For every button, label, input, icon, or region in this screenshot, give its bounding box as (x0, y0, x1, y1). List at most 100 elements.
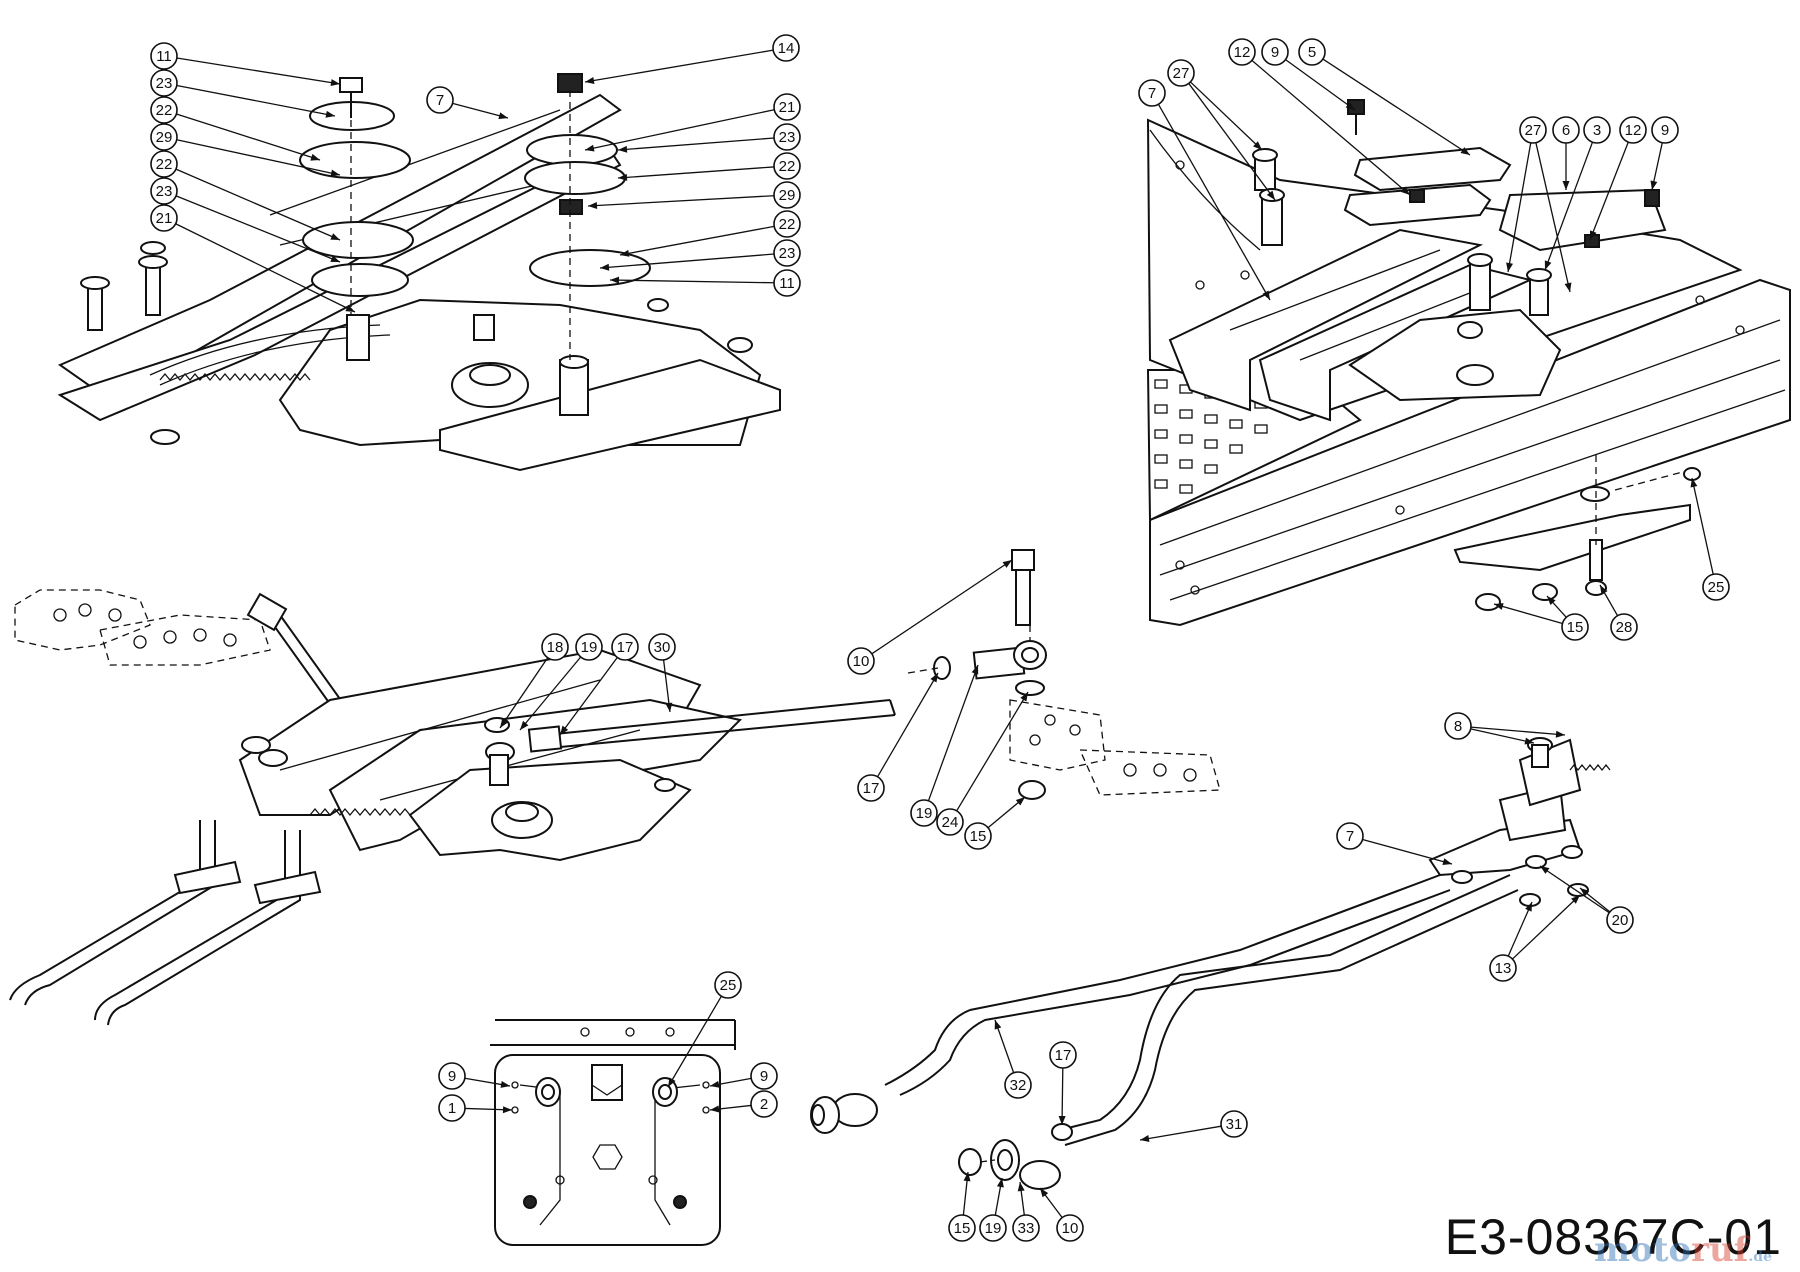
leader-arrowhead-c54 (1040, 1188, 1049, 1198)
callout-number: 18 (547, 639, 564, 656)
leader-line-c39 (1470, 726, 1566, 736)
leader-arrowhead-c4 (330, 169, 340, 177)
leader-arrowhead-c13 (588, 202, 598, 209)
leader-arrowhead-c19 (1400, 186, 1410, 195)
leader-arrowhead-c16 (610, 276, 620, 284)
control-rod-right (94, 830, 286, 1021)
leader-arrowhead-c1 (330, 79, 340, 87)
callout-number: 21 (779, 99, 796, 116)
callout-number: 23 (156, 75, 173, 92)
leader-line-c42 (1511, 894, 1581, 960)
leader-arrowhead-c33 (665, 702, 673, 712)
callout-number: 9 (1661, 122, 1669, 139)
leader-arrowhead-c9 (585, 77, 595, 84)
callout-bubble (979, 1214, 1007, 1242)
leader-line-c34 (871, 559, 1013, 655)
leader-arrowhead-c21 (1460, 147, 1470, 155)
callout-bubble (150, 96, 178, 124)
callout-bubble (1444, 712, 1472, 740)
callout-number: 10 (1062, 1220, 1079, 1237)
leader-line-c18 (1188, 83, 1276, 201)
callout-number: 22 (779, 216, 796, 233)
callout-number: 25 (720, 977, 737, 994)
callout-c23: 6 (1552, 116, 1580, 144)
callout-number: 9 (448, 1068, 456, 1085)
callout-number: 12 (1234, 44, 1251, 61)
leader-arrowhead-c40 (1442, 858, 1452, 865)
leader-arrowhead-c36 (971, 665, 979, 675)
callout-number: 25 (1708, 579, 1725, 596)
callout-c24: 3 (1583, 116, 1611, 144)
callout-bubble (847, 647, 875, 675)
callout-number: 24 (942, 814, 959, 831)
leader-line-c12 (617, 166, 775, 179)
callout-c48: 32 (1004, 1071, 1032, 1099)
callout-c42: 13 (1489, 954, 1517, 982)
callout-c7: 21 (150, 204, 178, 232)
callout-c44: 9 (438, 1062, 466, 1090)
leader-line-c16 (609, 279, 775, 284)
callout-bubble (1167, 59, 1195, 87)
callout-bubble (1049, 1041, 1077, 1069)
callout-bubble (948, 1214, 976, 1242)
callout-c32: 17 (611, 633, 639, 661)
callout-bubble (1651, 116, 1679, 144)
callout-number: 27 (1525, 122, 1542, 139)
nut-14 (557, 73, 583, 93)
leader-arrowhead-c41 (1580, 888, 1590, 897)
frame-rail (1149, 278, 1791, 627)
callout-number: 28 (1616, 619, 1633, 636)
carriage-bolt-1 (87, 284, 103, 331)
leader-line-c9 (584, 49, 774, 83)
callout-bubble (773, 93, 801, 121)
callout-c34: 10 (847, 647, 875, 675)
callout-c3: 22 (150, 96, 178, 124)
leader-arrowhead-c17 (1262, 290, 1270, 300)
callout-c20: 9 (1261, 38, 1289, 66)
leader-line-c15 (599, 253, 775, 269)
leader-line-c25 (1589, 141, 1629, 241)
leader-arrowhead-c28 (1494, 603, 1504, 610)
callout-c49: 17 (1049, 1041, 1077, 1069)
callout-bubble (575, 633, 603, 661)
callout-c45: 1 (438, 1094, 466, 1122)
callout-bubble (438, 1062, 466, 1090)
leader-arrowhead-c44 (500, 1081, 510, 1088)
rod-end-33 (1019, 1160, 1061, 1190)
nut-29 (559, 199, 583, 215)
leader-arrowhead-c28 (1547, 596, 1556, 606)
callout-c26: 9 (1651, 116, 1679, 144)
callout-bubble (750, 1062, 778, 1090)
callout-number: 14 (778, 40, 795, 57)
leader-arrowhead-c43 (668, 1077, 676, 1087)
callout-c47: 2 (750, 1090, 778, 1118)
callout-number: 6 (1562, 122, 1570, 139)
callout-c13: 29 (773, 181, 801, 209)
callout-c30: 18 (541, 633, 569, 661)
disc-5 (524, 161, 626, 195)
disc-3 (311, 263, 409, 297)
leader-line-c42 (1507, 901, 1533, 957)
bracket-6 (1343, 183, 1492, 227)
leader-line-c17 (1157, 103, 1271, 301)
callout-bubble (1220, 1110, 1248, 1138)
callout-c10: 21 (773, 93, 801, 121)
leader-line-c24 (1544, 141, 1594, 271)
disc-4 (526, 134, 618, 166)
bolt-head-11 (339, 77, 363, 93)
leader-line-c3 (176, 113, 321, 161)
control-lever-1 (1168, 228, 1484, 412)
callout-c54: 10 (1056, 1214, 1084, 1242)
leader-arrowhead-c39 (1555, 730, 1565, 738)
leader-line-c31 (519, 656, 582, 731)
leader-line-c8 (452, 102, 509, 119)
leader-arrowhead-c46 (710, 1080, 720, 1088)
leader-arrowhead-c37 (1020, 692, 1028, 702)
callout-bubble (773, 239, 801, 267)
callout-bubble (772, 34, 800, 62)
callout-c43: 25 (714, 971, 742, 999)
leader-line-c7 (175, 223, 356, 313)
leader-line-c39 (1470, 728, 1535, 744)
leader-line-c32 (559, 657, 618, 736)
